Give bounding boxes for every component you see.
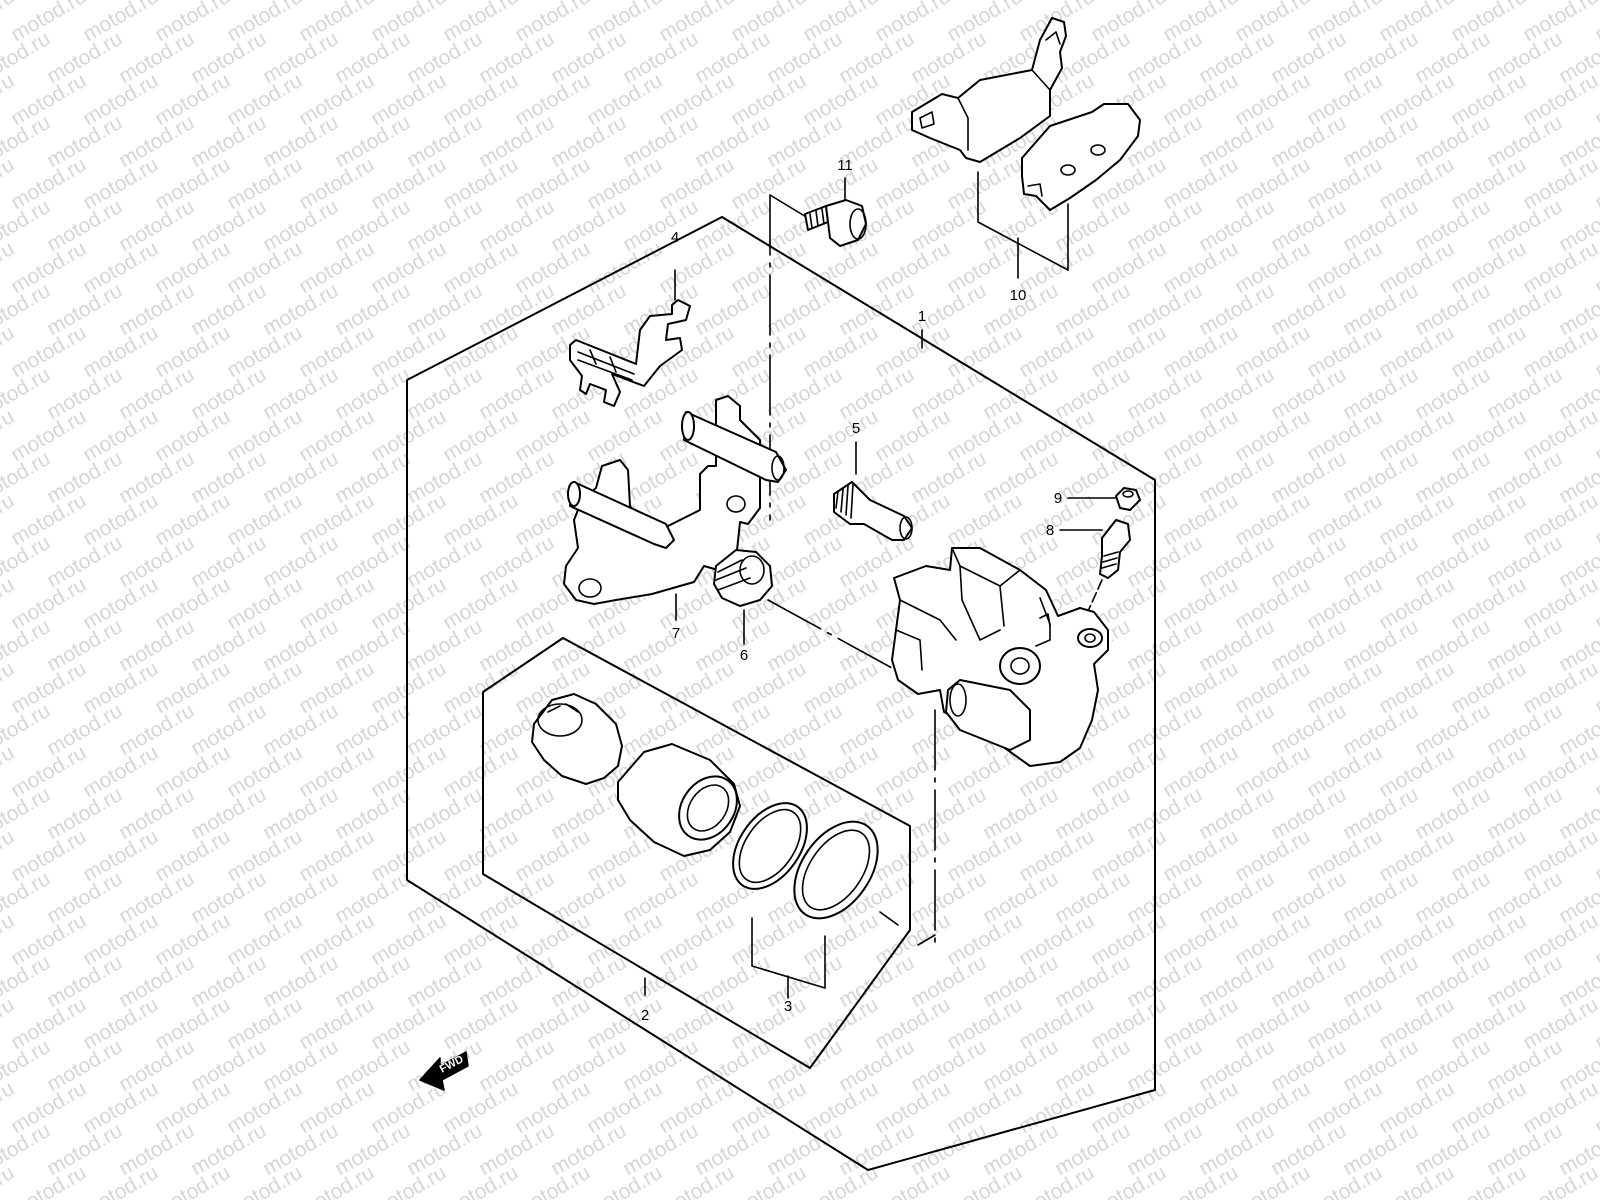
callout-2: 2 <box>641 1007 649 1024</box>
callout-8: 8 <box>1046 522 1054 539</box>
caliper-bracket <box>563 395 787 621</box>
piston-seal <box>732 802 808 890</box>
bleeder-valve <box>1059 519 1131 579</box>
bleeder-cap <box>1067 487 1141 511</box>
callout-9: 9 <box>1054 490 1062 507</box>
brake-piston <box>617 743 741 857</box>
callout-11: 11 <box>837 157 853 174</box>
assembly-outline-piston-set <box>482 637 911 1069</box>
watermark-text: motod.ru <box>0 1161 18 1200</box>
callout-5: 5 <box>852 420 860 437</box>
callout-7: 7 <box>672 625 680 642</box>
alignment-line-slide <box>767 599 893 669</box>
callout-4: 4 <box>671 229 679 246</box>
pad-spring <box>569 269 691 407</box>
alignment-line-seal <box>879 911 899 926</box>
callout-10: 10 <box>1010 287 1027 304</box>
piston-insulator <box>531 693 623 785</box>
caliper-bolt <box>804 177 867 247</box>
callout-6: 6 <box>740 647 748 664</box>
alignment-line-bolt-top <box>769 194 809 219</box>
caliper-body <box>891 547 1109 767</box>
slide-pin <box>833 441 913 541</box>
rubber-boot <box>713 549 773 645</box>
assembly-outline-caliper <box>406 216 1156 1171</box>
callout-3: 3 <box>784 998 792 1015</box>
alignment-line-piston-end <box>917 934 936 946</box>
watermark-text: motod.ru <box>1591 0 1600 46</box>
callout-1: 1 <box>918 308 926 325</box>
dust-seal <box>793 820 879 920</box>
brake-pads <box>911 17 1141 279</box>
